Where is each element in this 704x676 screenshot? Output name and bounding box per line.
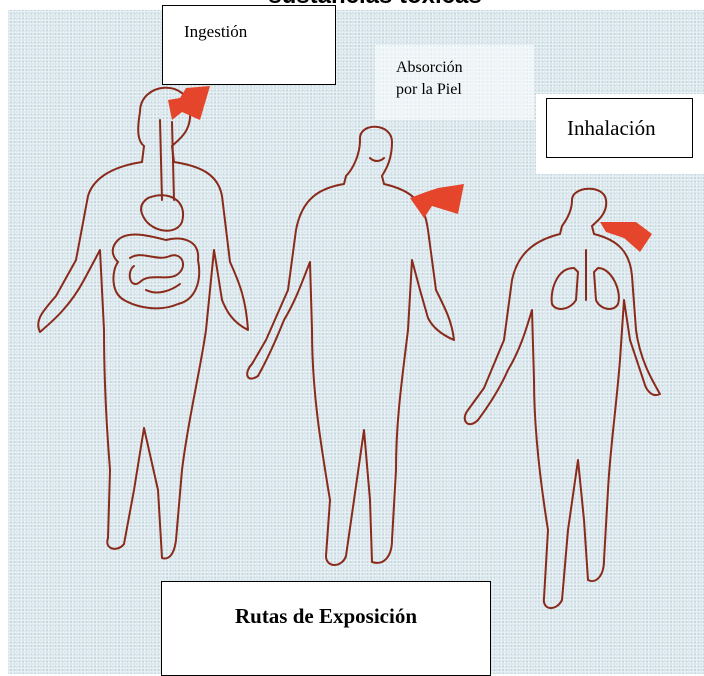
- figure-ingestion-body: [38, 88, 248, 559]
- figure-absorption-mouth: [370, 158, 384, 161]
- label-absorption: Absorción por la Piel: [396, 57, 463, 101]
- figure-ingestion-intestines: [113, 235, 199, 309]
- label-absorption-box: Absorción por la Piel: [375, 45, 534, 120]
- label-ingestion: Ingestión: [184, 22, 247, 42]
- label-ingestion-box: Ingestión: [162, 5, 336, 85]
- caption-box: Rutas de Exposición: [161, 581, 491, 676]
- arrow-ingestion: [168, 86, 210, 120]
- label-inhalation: Inhalación: [567, 116, 656, 141]
- figure-absorption-body: [247, 127, 454, 565]
- figure-ingestion-esophagus: [160, 120, 174, 200]
- label-inhalation-box: Inhalación: [546, 98, 693, 158]
- figure-inhalation-lungs: [552, 250, 619, 309]
- figure-inhalation-body: [465, 189, 660, 608]
- arrow-absorption: [410, 184, 464, 218]
- arrow-inhalation: [600, 222, 652, 252]
- caption-text: Rutas de Exposición: [162, 604, 490, 629]
